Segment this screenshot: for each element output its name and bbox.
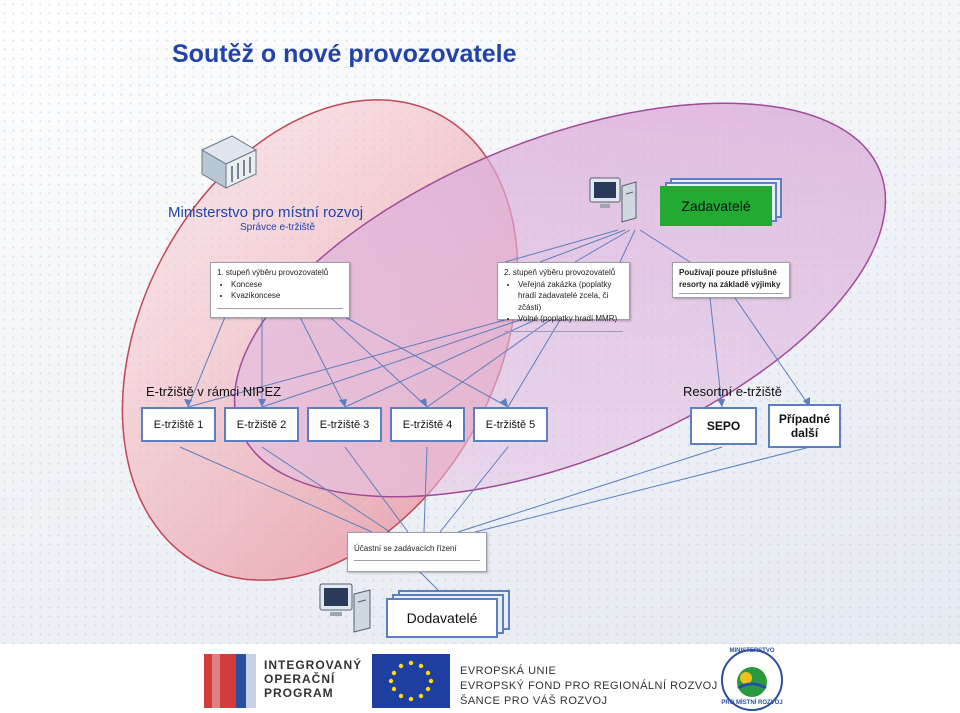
contracting-authorities-box: Zadavatelé xyxy=(660,186,772,226)
list-item: Volné (poplatky hradí MMR) xyxy=(518,313,623,325)
market-box-other: Případné další xyxy=(768,404,841,448)
ministry-role: Správce e-tržiště xyxy=(240,222,316,233)
market-box-3: E-tržiště 3 xyxy=(307,407,382,442)
iop-logo-text: INTEGROVANÝ OPERAČNÍ PROGRAM xyxy=(264,658,362,700)
mmr-seal-logo xyxy=(721,649,783,711)
mmr-logo-text-top: MINISTERSTVO xyxy=(729,648,775,654)
suppliers-stack: Dodavatelé xyxy=(386,590,510,638)
panel-participation-text: Účastní se zadávacích řízení xyxy=(354,544,457,553)
panel-second-stage: 2. stupeň výběru provozovatelů Veřejná z… xyxy=(497,262,630,332)
logo-strip: INTEGROVANÝ OPERAČNÍ PROGRAM EVROPSKÁ UN… xyxy=(0,644,960,713)
eu-line: ŠANCE PRO VÁŠ ROZVOJ xyxy=(460,695,608,707)
eu-flag-logo xyxy=(372,654,450,708)
suppliers-box: Dodavatelé xyxy=(386,598,498,638)
mmr-logo-text-bottom: PRO MÍSTNÍ ROZVOJ xyxy=(721,700,783,706)
iop-line: INTEGROVANÝ xyxy=(264,658,363,672)
computer-icon xyxy=(319,583,371,633)
panel-first-stage: 1. stupeň výběru provozovatelů Koncese K… xyxy=(210,262,350,318)
market-box-5: E-tržiště 5 xyxy=(473,407,548,442)
list-item: Koncese xyxy=(231,279,343,291)
market-box-sepo: SEPO xyxy=(690,407,757,445)
group-resortni-label: Resortní e-tržiště xyxy=(683,384,782,399)
ministry-name: Ministerstvo pro místní rozvoj xyxy=(168,204,364,221)
divider xyxy=(679,293,783,295)
iop-line: PROGRAM xyxy=(264,686,334,700)
divider xyxy=(217,307,343,309)
market-box-2: E-tržiště 2 xyxy=(224,407,299,442)
page-title: Soutěž o nové provozovatele xyxy=(172,40,517,68)
eu-line: EVROPSKÝ FOND PRO REGIONÁLNÍ ROZVOJ xyxy=(460,680,718,692)
panel-second-stage-list: Veřejná zakázka (poplatky hradí zadavate… xyxy=(504,279,623,325)
panel-first-stage-heading: 1. stupeň výběru provozovatelů xyxy=(217,268,329,277)
connector-lines xyxy=(179,229,811,593)
list-item: Kvazikoncese xyxy=(231,290,343,302)
building-icon xyxy=(200,135,258,189)
panel-participation: Účastní se zadávacích řízení xyxy=(347,532,487,572)
market-box-4: E-tržiště 4 xyxy=(390,407,465,442)
panel-first-stage-list: Koncese Kvazikoncese xyxy=(217,279,343,302)
divider xyxy=(504,330,623,332)
panel-exception: Používají pouze příslušné resorty na zák… xyxy=(672,262,790,298)
contracting-authorities-stack: Zadavatelé xyxy=(660,178,784,226)
divider xyxy=(354,559,480,561)
panel-exception-text: Používají pouze příslušné resorty na zák… xyxy=(679,268,781,289)
eu-logo-text: EVROPSKÁ UNIE EVROPSKÝ FOND PRO REGIONÁL… xyxy=(460,664,718,709)
group-nipez-label: E-tržiště v rámci NIPEZ xyxy=(146,384,282,399)
panel-second-stage-heading: 2. stupeň výběru provozovatelů xyxy=(504,268,616,277)
iop-logo xyxy=(204,654,256,708)
computer-icon xyxy=(589,177,637,223)
eu-line: EVROPSKÁ UNIE xyxy=(460,665,557,677)
market-box-1: E-tržiště 1 xyxy=(141,407,216,442)
list-item: Veřejná zakázka (poplatky hradí zadavate… xyxy=(518,279,623,314)
iop-line: OPERAČNÍ xyxy=(264,672,336,686)
logo-graphics xyxy=(204,649,783,711)
